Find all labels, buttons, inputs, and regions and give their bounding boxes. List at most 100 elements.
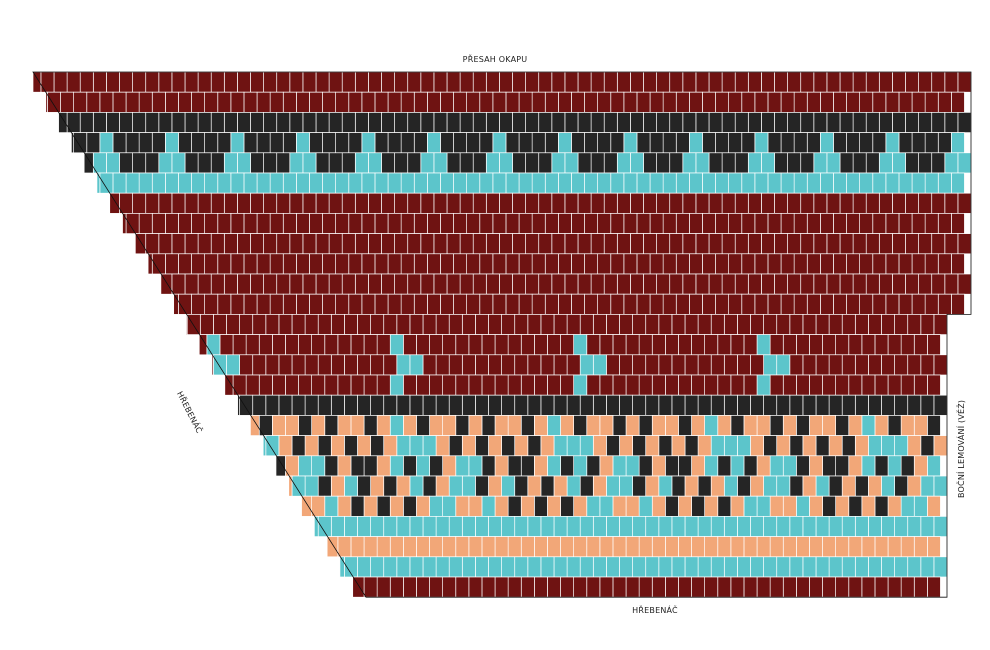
- roof-tile: [809, 495, 823, 517]
- roof-tile: [894, 516, 909, 537]
- roof-tile: [256, 132, 271, 154]
- roof-tile: [579, 314, 594, 335]
- roof-tile: [73, 132, 88, 154]
- roof-tile: [79, 112, 94, 133]
- roof-tile: [619, 394, 633, 416]
- roof-tile: [125, 91, 140, 113]
- roof-tile: [317, 435, 332, 457]
- roof-tile: [551, 112, 566, 133]
- roof-tile: [584, 293, 598, 315]
- roof-tile: [590, 112, 605, 133]
- roof-tile: [586, 415, 601, 436]
- roof-tile: [826, 71, 841, 93]
- roof-tile: [859, 172, 874, 194]
- roof-tile: [533, 495, 548, 517]
- roof-tile: [643, 273, 657, 295]
- roof-tile: [695, 233, 710, 255]
- roof-tile: [872, 172, 887, 194]
- roof-tile: [664, 374, 679, 396]
- roof-tile: [210, 112, 225, 133]
- roof-tile: [828, 394, 843, 416]
- roof-tile: [272, 374, 286, 396]
- roof-tile: [610, 132, 625, 154]
- roof-tile: [789, 435, 804, 457]
- roof-tile: [898, 132, 913, 154]
- roof-tile: [433, 71, 448, 93]
- roof-tile: [868, 354, 882, 376]
- roof-tile: [479, 213, 494, 234]
- roof-tile: [145, 71, 160, 93]
- roof-tile: [514, 354, 529, 376]
- roof-tile: [933, 394, 948, 416]
- roof-tile: [564, 233, 579, 255]
- roof-tile: [109, 192, 120, 214]
- roof-tile: [839, 112, 854, 133]
- roof-tile: [403, 576, 417, 598]
- roof-tile: [579, 475, 594, 497]
- roof-tile: [341, 273, 356, 295]
- roof-tile: [560, 334, 574, 356]
- roof-tile: [630, 71, 644, 93]
- roof-tile: [507, 495, 522, 517]
- roof-tile: [616, 152, 631, 174]
- roof-tile: [767, 293, 782, 315]
- roof-tile: [485, 71, 500, 93]
- roof-tile: [239, 354, 254, 376]
- roof-tile: [678, 455, 692, 477]
- roof-tile: [282, 91, 297, 113]
- roof-tile: [931, 273, 946, 295]
- roof-tile: [780, 91, 795, 113]
- roof-tile: [265, 435, 280, 457]
- roof-tile: [907, 354, 922, 376]
- roof-tile: [592, 314, 607, 335]
- roof-tile: [376, 536, 391, 558]
- roof-tile: [887, 536, 902, 558]
- roof-tile: [708, 112, 723, 133]
- roof-tile: [112, 172, 127, 194]
- roof-tile: [833, 172, 847, 194]
- roof-tile: [547, 455, 561, 477]
- roof-tile: [793, 172, 808, 194]
- roof-tile: [481, 374, 496, 396]
- roof-tile: [782, 536, 797, 558]
- roof-tile: [501, 516, 516, 537]
- roof-tile: [780, 253, 795, 275]
- roof-tile: [800, 233, 815, 255]
- roof-tile: [368, 192, 382, 214]
- roof-tile: [776, 435, 791, 457]
- roof-tile: [769, 415, 784, 436]
- roof-tile: [435, 435, 450, 457]
- roof-tile: [435, 475, 450, 497]
- roof-tile: [734, 233, 749, 255]
- roof-tile: [865, 152, 880, 174]
- roof-tile: [881, 475, 895, 497]
- roof-tile: [354, 233, 369, 255]
- roof-tile: [682, 71, 697, 93]
- roof-tile: [440, 172, 454, 194]
- roof-tile: [119, 152, 133, 174]
- roof-tile: [907, 394, 922, 416]
- roof-tile: [435, 354, 450, 376]
- roof-tile: [841, 354, 856, 376]
- roof-tile: [442, 495, 457, 517]
- roof-tile: [324, 495, 339, 517]
- roof-tile: [409, 475, 424, 497]
- roof-tile: [636, 213, 651, 234]
- roof-tile: [370, 475, 385, 497]
- roof-tile: [178, 213, 192, 234]
- roof-tile: [769, 334, 784, 356]
- roof-tile: [285, 374, 299, 396]
- roof-tile: [459, 152, 474, 174]
- roof-tile: [632, 314, 647, 335]
- roof-tile: [376, 334, 391, 356]
- roof-tile: [302, 71, 317, 93]
- roof-tile: [861, 455, 876, 477]
- roof-tile: [416, 334, 430, 356]
- roof-tile: [704, 415, 719, 436]
- roof-tile: [651, 495, 666, 517]
- roof-tile: [678, 334, 692, 356]
- roof-tile: [806, 213, 821, 234]
- roof-tile: [538, 233, 553, 255]
- roof-tile: [485, 192, 500, 214]
- roof-tile: [58, 112, 68, 133]
